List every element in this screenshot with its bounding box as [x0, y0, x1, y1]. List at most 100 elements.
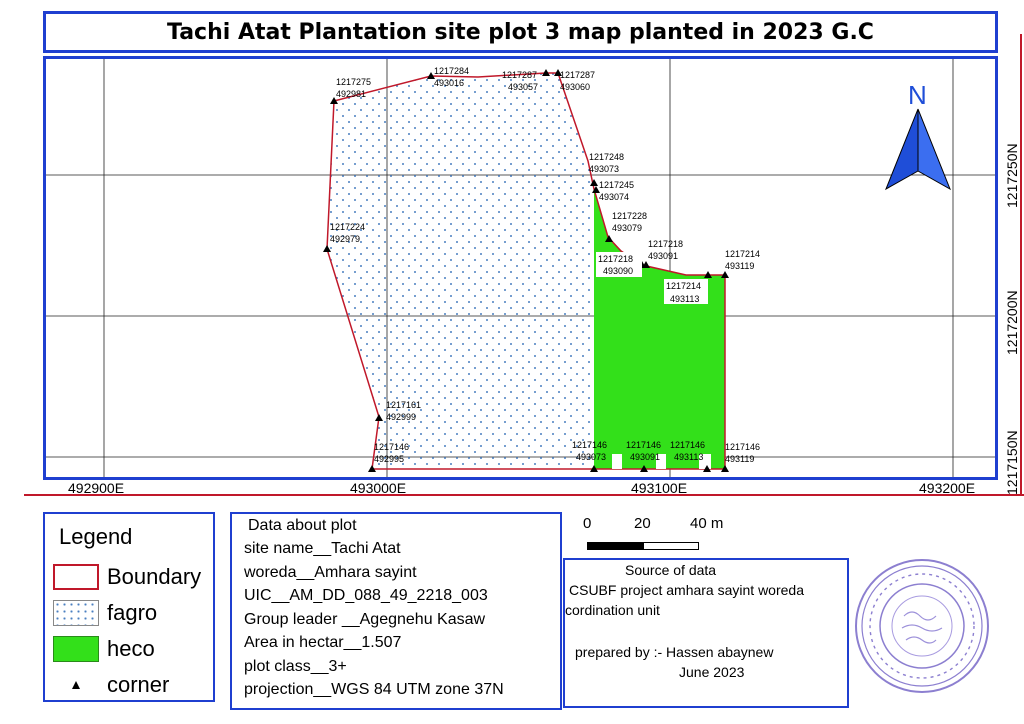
point-north-p15: 1217146	[572, 440, 607, 450]
point-east-p10: 493113	[670, 294, 699, 304]
point-north-p10: 1217214	[666, 281, 701, 291]
x-tick-493200: 493200E	[919, 480, 976, 496]
legend-title: Legend	[59, 524, 133, 549]
corner-marker-p4	[554, 69, 562, 76]
scale-bar: 0 20 40 m	[580, 515, 760, 555]
corner-marker-p1	[330, 97, 338, 104]
legend-box: Legend Boundary fagro heco corner	[43, 512, 215, 702]
boundary-swatch	[53, 564, 99, 590]
map-canvas: 1217275 492981 1217284 493016 1217287 49…	[46, 59, 995, 477]
point-east-p9: 493091	[648, 251, 678, 261]
prepared-by: prepared by :- Hassen abaynew	[575, 644, 774, 660]
point-north-p2: 1217284	[434, 66, 469, 76]
point-north-p13: 1217161	[386, 400, 421, 410]
plot-data-line: UIC__AM_DD_088_49_2218_003	[244, 587, 488, 604]
source-heading: Source of data	[625, 562, 717, 578]
plot-data-line: Group leader __Agegnehu Kasaw	[244, 611, 486, 628]
corner-marker-p12	[323, 245, 331, 252]
scale-bar-white	[643, 542, 699, 550]
plot-data-line: site name__Tachi Atat	[244, 540, 401, 557]
plot-data-line: projection__WGS 84 UTM zone 37N	[244, 681, 504, 698]
point-north-p14: 1217146	[374, 442, 409, 452]
legend-item-corner: corner	[53, 670, 169, 700]
source-line-2: cordination unit	[565, 602, 660, 618]
legend-item-label: corner	[107, 672, 170, 697]
legend-item-boundary: Boundary	[53, 562, 201, 592]
fagro-swatch	[53, 600, 99, 626]
legend-item-heco: heco	[53, 634, 155, 664]
corner-markers	[323, 69, 729, 472]
plot-data-line: woreda__Amhara sayint	[244, 564, 417, 581]
scale-label-0: 0	[583, 515, 592, 532]
corner-marker-p10	[704, 271, 712, 278]
prepared-date: June 2023	[679, 664, 745, 680]
point-north-p7: 1217228	[612, 211, 647, 221]
corner-marker-p15	[590, 465, 598, 472]
point-east-p12: 492979	[330, 234, 360, 244]
plot-data-line: Area in hectar__1.507	[244, 634, 402, 651]
point-east-p8: 493090	[603, 266, 633, 276]
y-tick-1217200: 1217200N	[1004, 290, 1020, 355]
corner-marker-p9	[642, 261, 650, 268]
outer-bottom-line	[24, 494, 1024, 496]
point-east-p6: 493074	[599, 192, 629, 202]
point-north-p12: 1217224	[330, 222, 365, 232]
point-north-p17: 1217146	[670, 440, 705, 450]
map-frame: 1217275 492981 1217284 493016 1217287 49…	[43, 56, 998, 480]
source-line-1: CSUBF project amhara sayint woreda	[569, 582, 804, 598]
point-east-p17: 493113	[674, 452, 703, 462]
legend-item-label: fagro	[107, 600, 158, 625]
point-east-p16: 493091	[630, 452, 660, 462]
point-east-p15: 493073	[576, 452, 606, 462]
corner-marker-p5	[590, 179, 598, 186]
map-title-box: Tachi Atat Plantation site plot 3 map pl…	[43, 11, 998, 53]
point-east-p7: 493079	[612, 223, 642, 233]
north-arrow-label: N	[908, 80, 927, 110]
heco-gaps	[612, 454, 711, 469]
point-east-p13: 492999	[386, 412, 416, 422]
point-north-p11: 1217214	[725, 249, 760, 259]
legend-item-label: Boundary	[107, 564, 202, 589]
point-east-p11: 493119	[725, 261, 754, 271]
plot-data-box: Data about plot site name__Tachi Atat wo…	[230, 512, 562, 710]
point-east-p18: 493119	[725, 454, 754, 464]
corner-marker-p2	[427, 72, 435, 79]
corner-marker-p18	[721, 465, 729, 472]
x-tick-493100: 493100E	[631, 480, 688, 496]
point-north-p4: 1217287	[560, 70, 595, 80]
map-title: Tachi Atat Plantation site plot 3 map pl…	[167, 19, 874, 45]
corner-swatch	[53, 672, 99, 698]
corner-marker-p11	[721, 271, 729, 278]
source-box: Source of data CSUBF project amhara sayi…	[563, 558, 849, 708]
point-east-p2: 493016	[434, 78, 464, 88]
corner-marker-p13	[375, 414, 383, 421]
corner-marker-p16	[640, 465, 648, 472]
plot-boundary	[326, 72, 726, 470]
corner-marker-p7	[605, 235, 613, 242]
fagro-area	[327, 73, 594, 469]
point-north-p16: 1217146	[626, 440, 661, 450]
point-east-p1: 492981	[336, 89, 366, 99]
corner-marker-p14	[368, 465, 376, 472]
scale-label-40: 40 m	[690, 515, 724, 532]
legend-item-fagro: fagro	[53, 598, 157, 628]
point-east-p4: 493060	[560, 82, 590, 92]
y-tick-1217150: 1217150N	[1004, 430, 1020, 495]
heco-swatch	[53, 636, 99, 662]
north-arrow-icon: N	[885, 80, 951, 191]
point-east-p14: 492995	[374, 454, 404, 464]
point-east-p5: 493073	[589, 164, 619, 174]
x-tick-493000: 493000E	[350, 480, 407, 496]
plot-data-heading: Data about plot	[248, 517, 357, 534]
point-east-p3: 493057	[508, 82, 538, 92]
point-north-p8: 1217218	[598, 254, 633, 264]
corner-marker-p17	[703, 465, 711, 472]
point-labels: 1217275 492981 1217284 493016 1217287 49…	[330, 66, 760, 464]
point-north-p1: 1217275	[336, 77, 371, 87]
corner-marker-p6	[592, 186, 600, 193]
plot-data-line: plot class__3+	[244, 658, 347, 675]
point-north-p5: 1217248	[589, 152, 624, 162]
x-tick-492900: 492900E	[68, 480, 125, 496]
corner-triangle-icon	[72, 681, 80, 689]
y-tick-1217250: 1217250N	[1004, 143, 1020, 208]
